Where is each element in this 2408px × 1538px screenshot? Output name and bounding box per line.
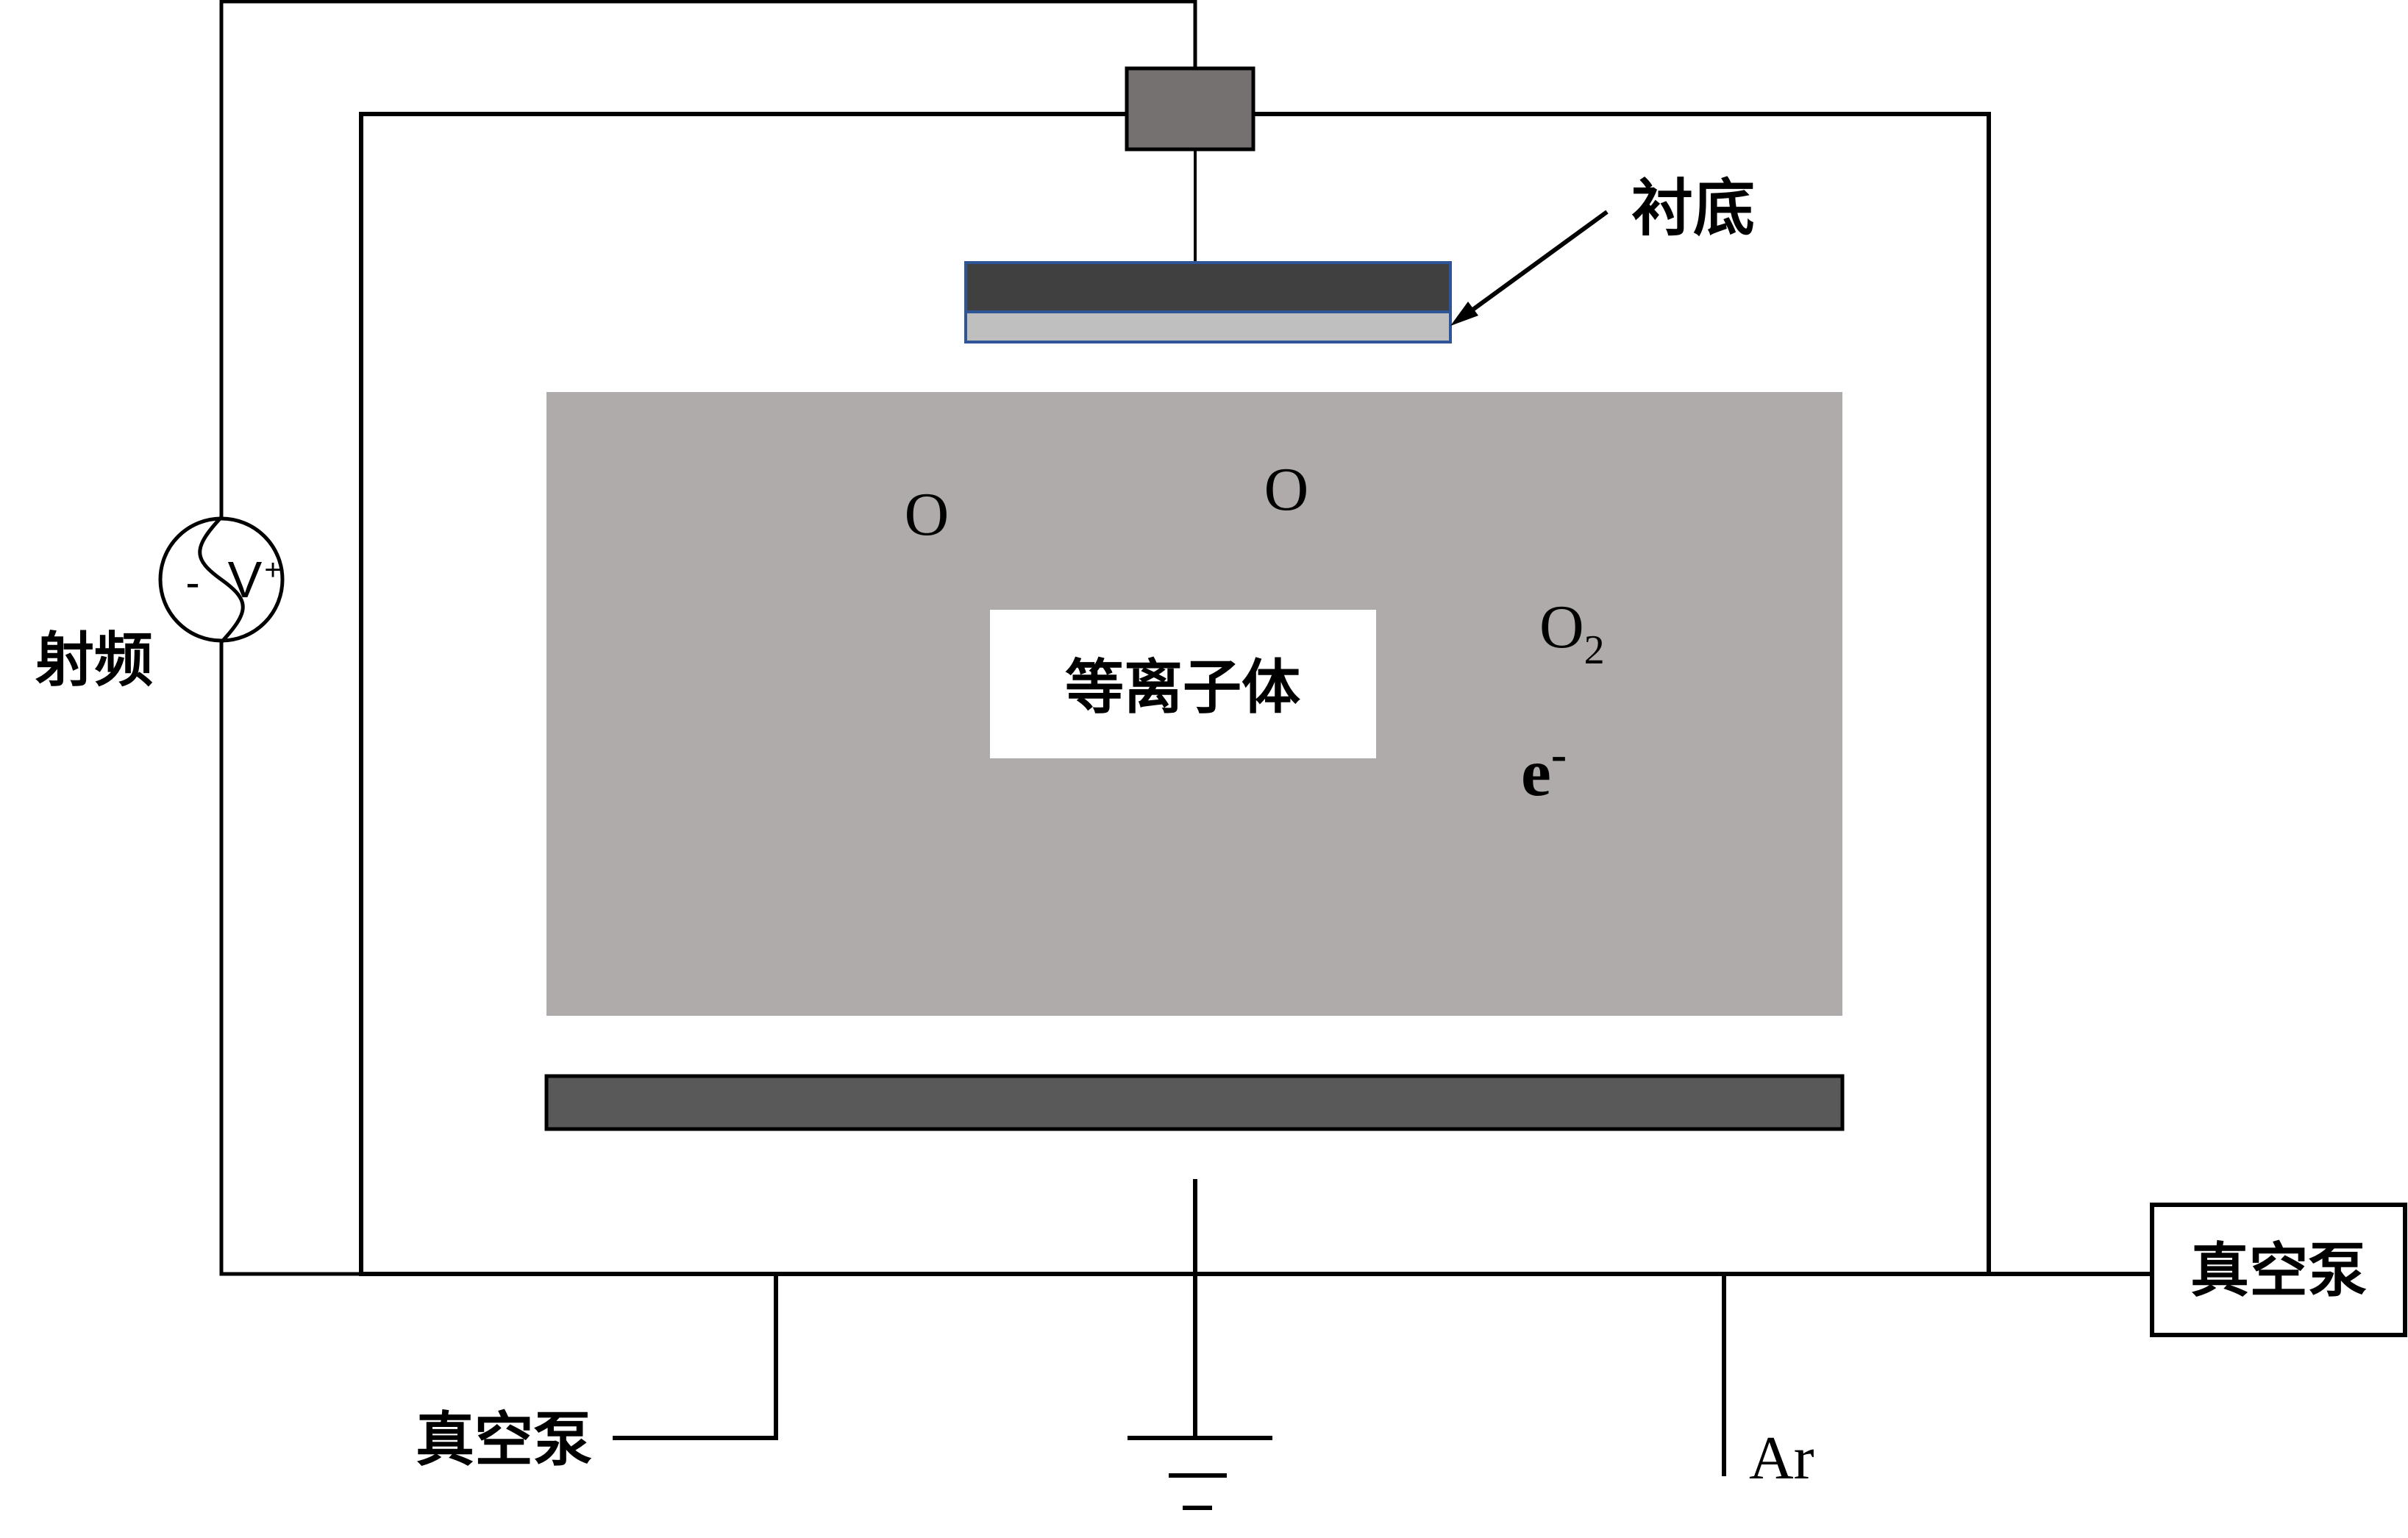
bottom-electrode — [544, 1074, 1845, 1131]
plasma-label: 等离子体 — [1065, 653, 1300, 722]
rf-wire — [219, 0, 1197, 517]
pump-bottom-line — [613, 1274, 778, 1440]
substrate-top-layer — [964, 261, 1452, 313]
pump-right-box — [2150, 1203, 2407, 1337]
electron: e- — [1521, 728, 1567, 810]
substrate-holder — [1125, 66, 1255, 152]
rf-wire-lower — [219, 642, 361, 1276]
substrate-pointer-line — [1462, 210, 1609, 318]
oxygen-molecule: O2 — [1539, 593, 1605, 673]
oxygen-molecule-subscript: 2 — [1584, 627, 1605, 673]
substrate-pointer-arrowhead — [1450, 302, 1478, 326]
rf-voltage-symbol: V — [228, 551, 263, 608]
rf-plus-sign: + — [264, 554, 281, 586]
rf-minus-sign: - — [185, 559, 199, 607]
electron-superscript: - — [1551, 728, 1567, 780]
rf-label: 射频 — [35, 626, 153, 694]
pump-right-label: 真空泵 — [2190, 1236, 2367, 1305]
substrate-bottom-layer — [964, 310, 1452, 343]
plasma-label-box — [990, 610, 1376, 758]
oxygen-atom-1: O — [905, 480, 950, 549]
pump-bottom-label: 真空泵 — [416, 1406, 592, 1474]
substrate-label: 衬底 — [1631, 172, 1755, 244]
rf-sine-icon — [198, 516, 245, 644]
gas-label: Ar — [1749, 1424, 1814, 1492]
oxygen-atom-2: O — [1264, 455, 1309, 524]
